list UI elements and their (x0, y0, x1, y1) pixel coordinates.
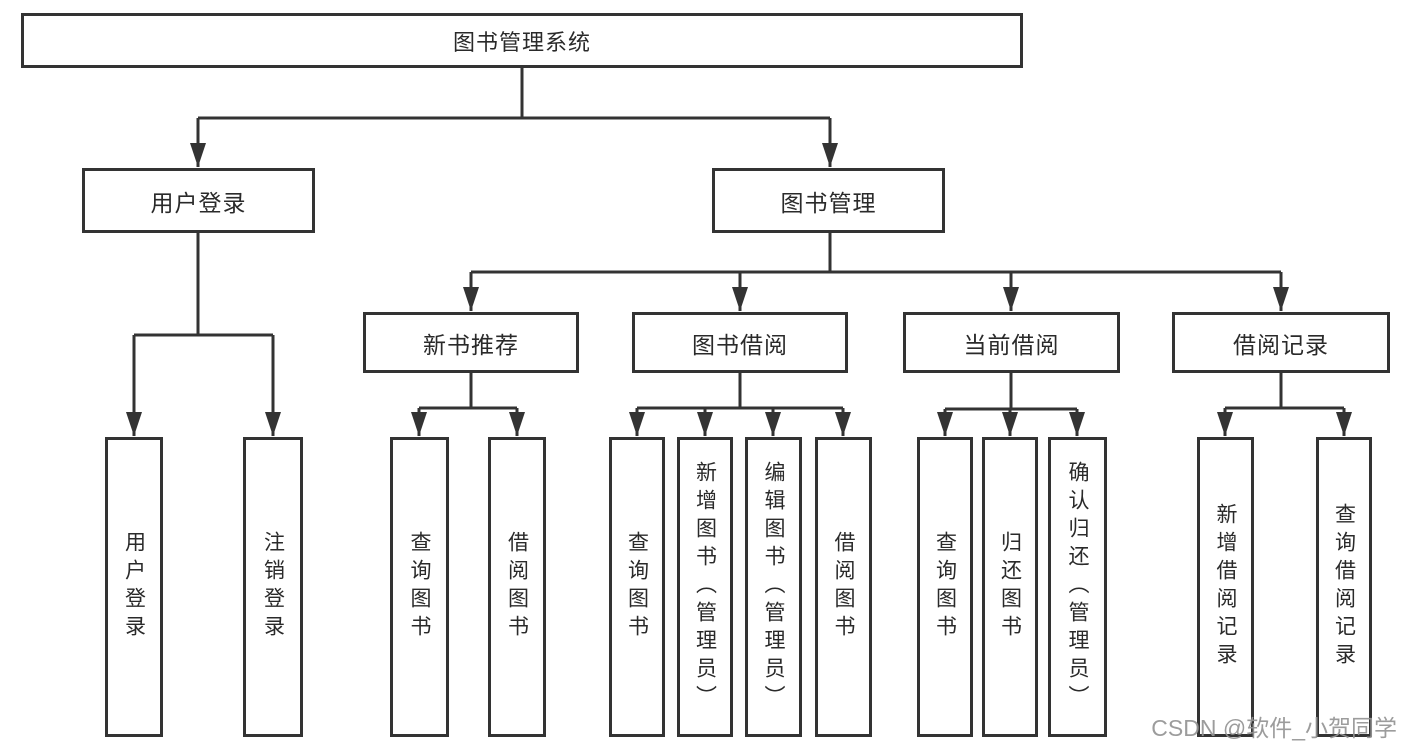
node-query-books-current: 查询图书 (917, 437, 973, 737)
node-label: 归还图书 (998, 531, 1022, 643)
node-label: 图书管理系统 (452, 29, 591, 55)
node-book-borrow: 图书借阅 (632, 312, 848, 373)
node-label: 查询借阅记录 (1332, 503, 1356, 671)
node-label: 查询图书 (625, 531, 649, 643)
node-add-books-admin: 新增图书（管理员） (677, 437, 733, 737)
node-current-borrow: 当前借阅 (903, 312, 1120, 373)
node-label: 新书推荐 (423, 331, 519, 358)
node-label: 借阅图书 (832, 531, 856, 643)
node-label: 查询图书 (408, 531, 432, 643)
node-book-management: 图书管理 (712, 168, 945, 233)
node-label: 用户登录 (122, 531, 146, 643)
node-label: 新增借阅记录 (1214, 503, 1238, 671)
node-query-borrow-record: 查询借阅记录 (1316, 437, 1372, 737)
node-add-borrow-record: 新增借阅记录 (1197, 437, 1254, 737)
node-query-books-borrow: 查询图书 (609, 437, 665, 737)
node-borrow-record: 借阅记录 (1172, 312, 1390, 373)
node-label: 编辑图书（管理员） (762, 461, 786, 713)
node-label: 查询图书 (933, 531, 957, 643)
node-return-books: 归还图书 (982, 437, 1038, 737)
node-label: 借阅记录 (1233, 331, 1329, 358)
node-label: 图书借阅 (692, 331, 788, 358)
node-label: 注销登录 (261, 531, 285, 643)
node-logout: 注销登录 (243, 437, 303, 737)
node-root-library-management-system: 图书管理系统 (21, 13, 1023, 68)
node-edit-books-admin: 编辑图书（管理员） (745, 437, 802, 737)
node-query-books-recommend: 查询图书 (390, 437, 449, 737)
node-new-book-recommend: 新书推荐 (363, 312, 579, 373)
node-label: 当前借阅 (963, 331, 1060, 358)
node-label: 新增图书（管理员） (693, 461, 717, 713)
node-label: 用户登录 (150, 189, 247, 216)
node-label: 图书管理 (780, 189, 877, 216)
node-label: 确认归还（管理员） (1066, 461, 1090, 713)
node-user-login: 用户登录 (105, 437, 163, 737)
node-user-login-group: 用户登录 (82, 168, 315, 233)
watermark: CSDN @软件_小贺同学 (1151, 715, 1397, 741)
node-label: 借阅图书 (505, 531, 529, 643)
node-borrow-books: 借阅图书 (815, 437, 872, 737)
node-borrow-books-recommend: 借阅图书 (488, 437, 546, 737)
node-confirm-return-admin: 确认归还（管理员） (1048, 437, 1107, 737)
